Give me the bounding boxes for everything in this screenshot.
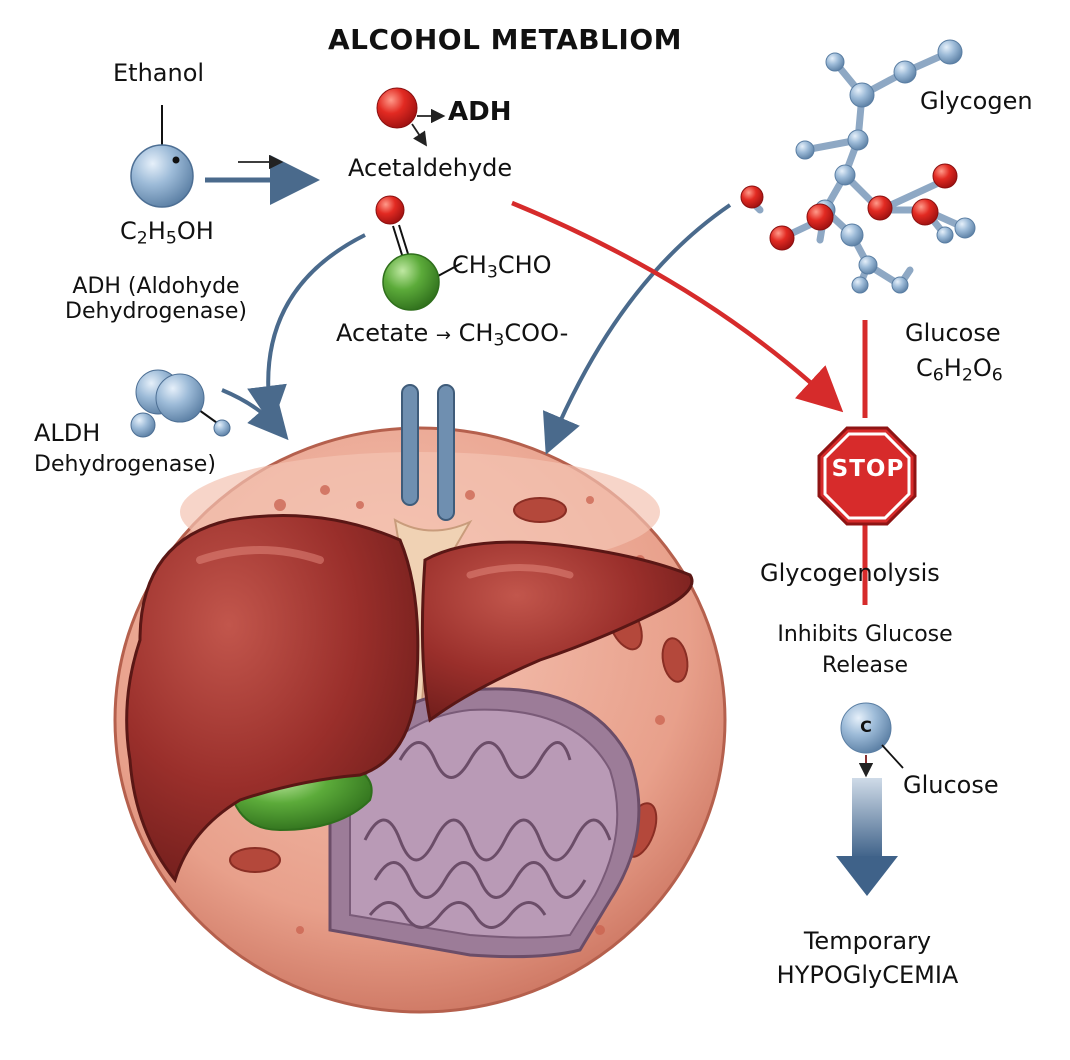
glucose-top-label: Glucose: [905, 319, 1001, 347]
aldh-enzyme-icon: [130, 369, 231, 438]
inhibition-arrow: [511, 200, 844, 413]
glycogen-to-liver-arrow: [542, 203, 732, 455]
inhibits-glucose-release-label: Inhibits Glucose Release: [777, 622, 953, 679]
acetaldehyde-formula: CH3CHO: [452, 251, 552, 283]
acetate-label: Acetate → CH3COO-: [336, 319, 569, 351]
acetaldehyde-label: Acetaldehyde: [348, 154, 513, 182]
diagram-title: ALCOHOL METABLIOM: [327, 23, 683, 56]
outcome-label: Temporary HYPOGlyCEMIA: [776, 927, 959, 989]
adh-full-name: ADH (Aldohyde Dehydrogenase): [65, 274, 247, 325]
aldh-label: ALDH Dehydrogenase): [34, 419, 216, 477]
aldh-to-liver-arrow: [221, 388, 289, 441]
acetaldehyde-molecule-icon: [375, 195, 463, 311]
glucose-molecule-letter: C: [860, 717, 872, 736]
oxygen-atom-icon: [376, 87, 446, 147]
ethanol-label: Ethanol: [113, 59, 205, 87]
glucose-bottom-label: Glucose: [903, 771, 999, 799]
glycogen-molecule-icon: [740, 39, 976, 294]
ethanol-molecule-icon: [130, 105, 194, 208]
stop-sign-text: STOP: [831, 456, 905, 482]
down-arrow-icon: [836, 778, 898, 896]
liver-cell-illustration: [113, 384, 727, 1014]
glycogen-label: Glycogen: [920, 87, 1033, 115]
glycogenolysis-label: Glycogenolysis: [760, 559, 940, 587]
mitochondrion-illustration: [328, 687, 641, 959]
adh-label: ADH: [448, 97, 512, 127]
acetaldehyde-to-liver-arrow: [247, 233, 366, 426]
ethanol-formula: C2H5OH: [120, 217, 214, 249]
stop-sign-icon: [817, 426, 917, 526]
glucose-molecule-icon: [840, 702, 904, 778]
glucose-top-formula: C6H2O6: [916, 354, 1003, 386]
